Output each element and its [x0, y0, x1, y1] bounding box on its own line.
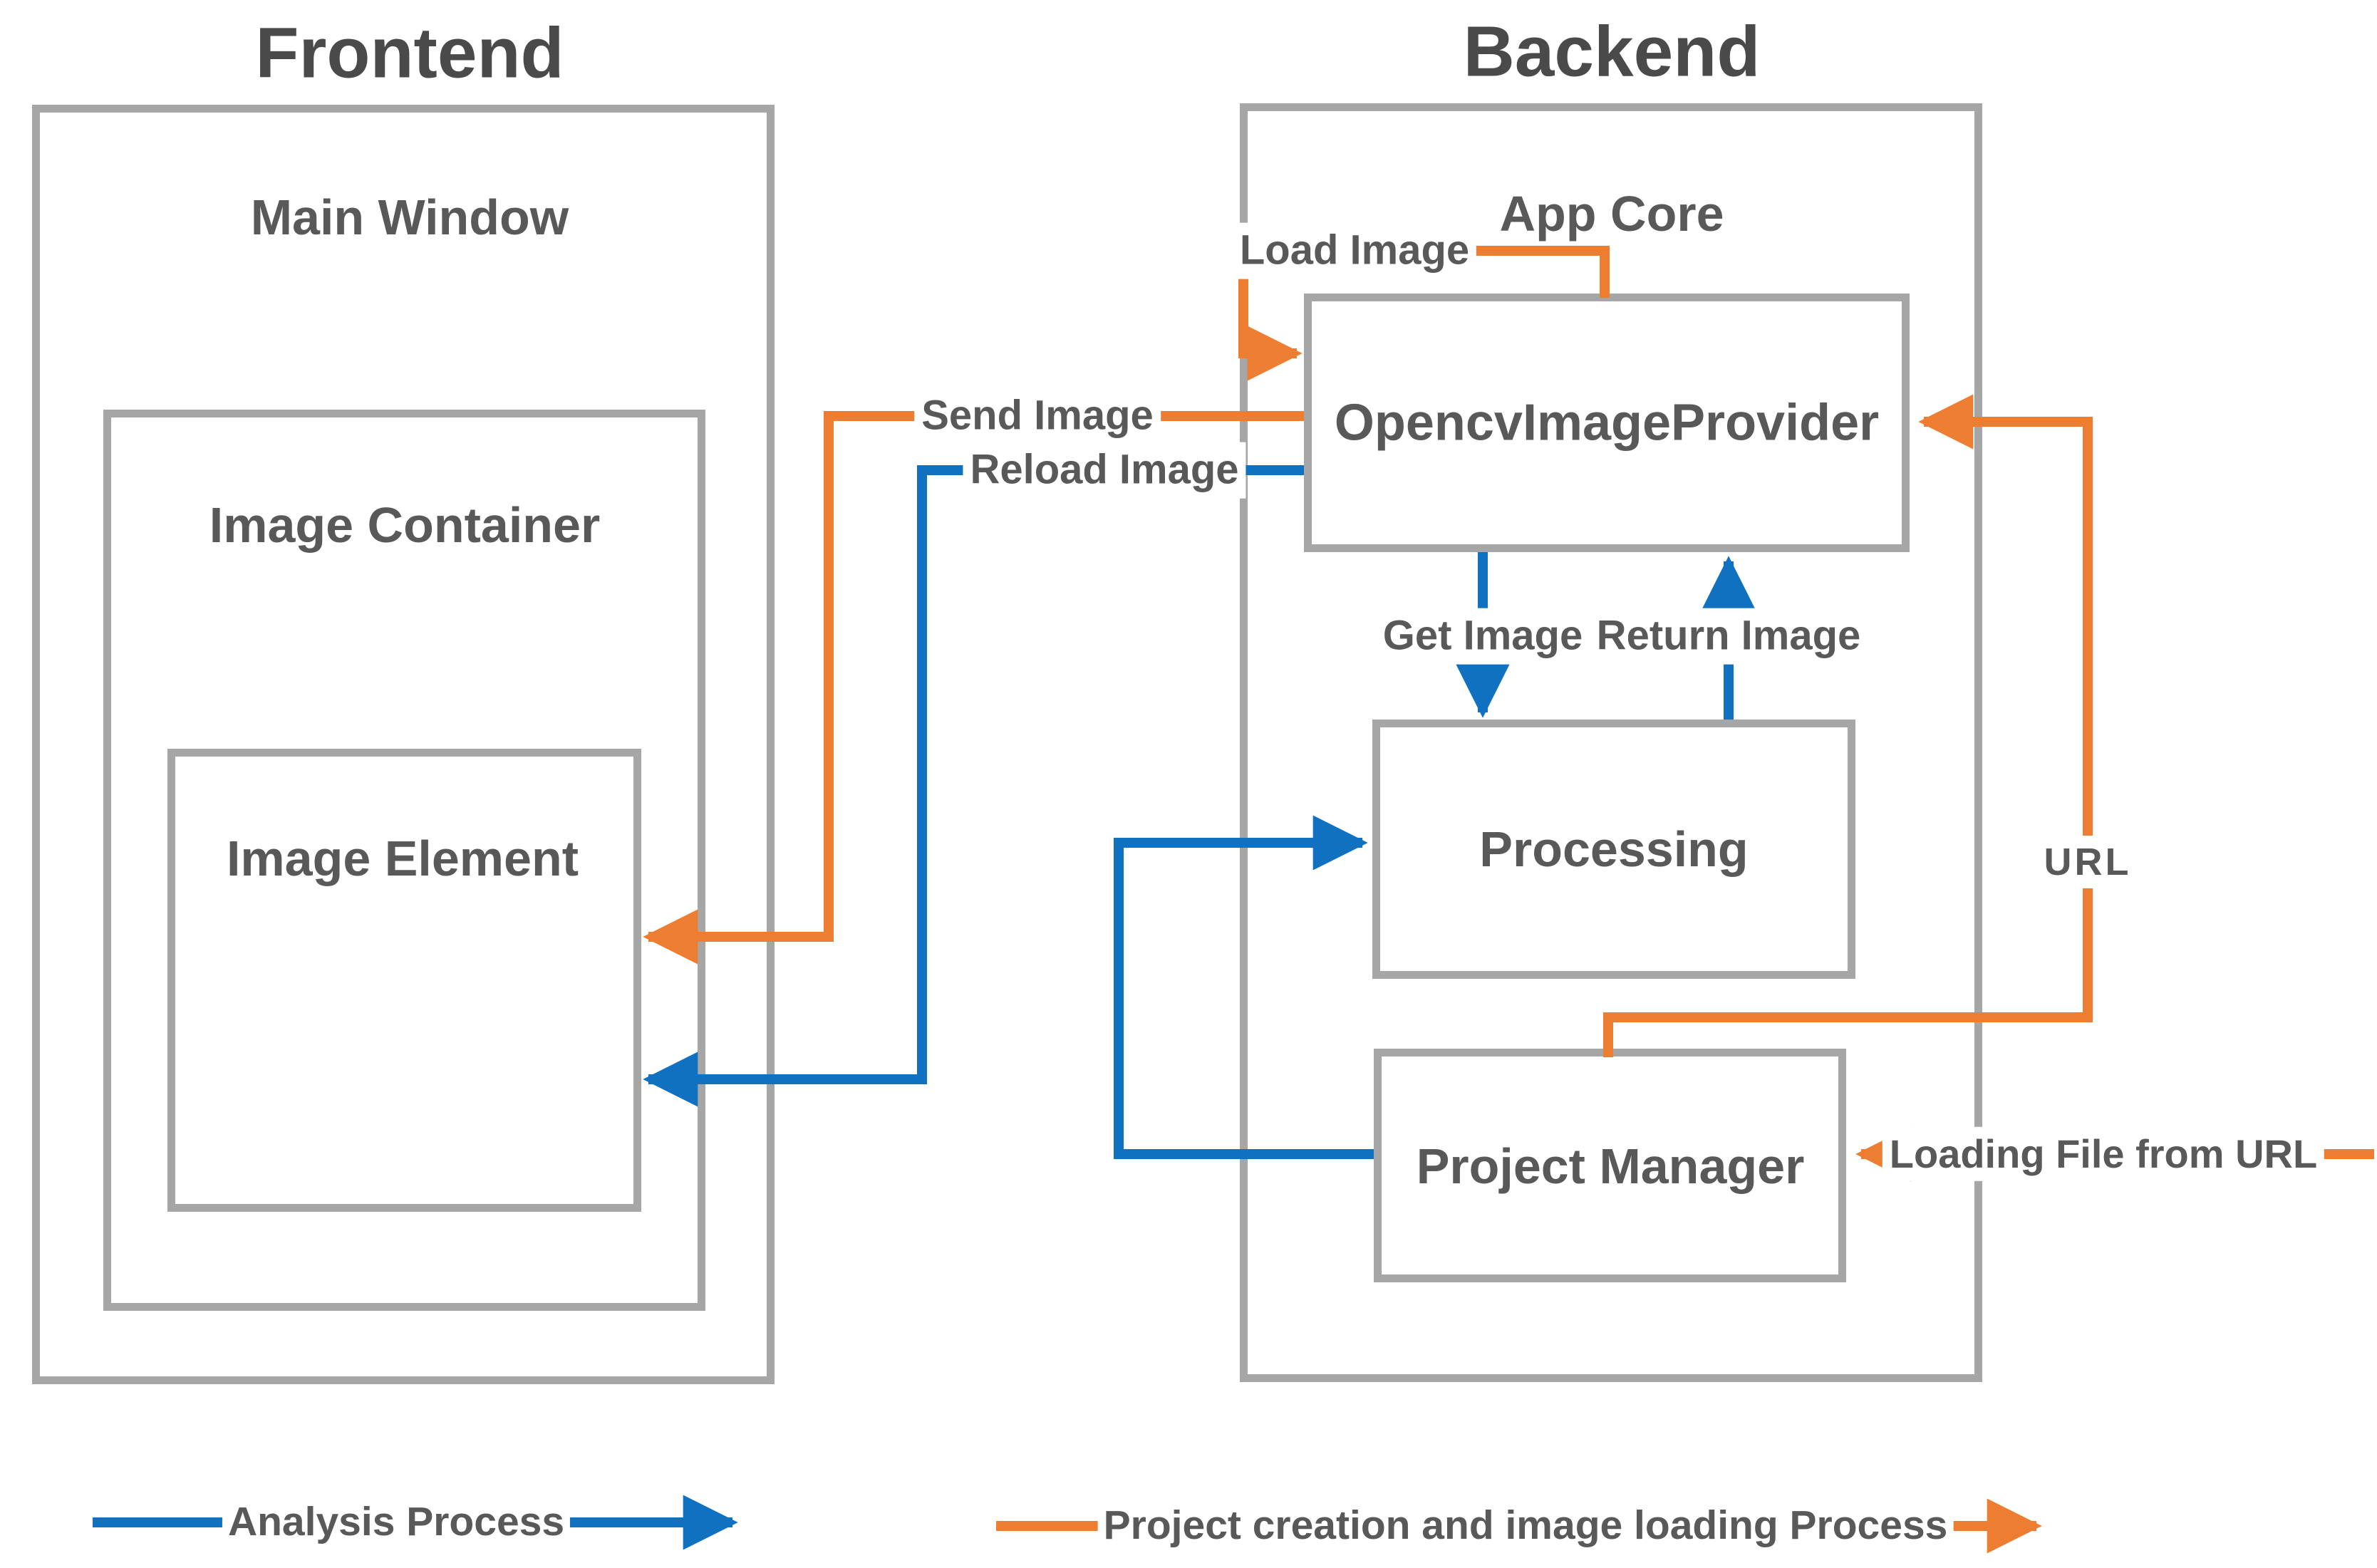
image-container-box [103, 410, 705, 1311]
project-manager-label: Project Manager [1416, 1138, 1805, 1194]
url-label: URL [2036, 835, 2139, 889]
main-window-label: Main Window [250, 189, 569, 245]
project-manager-to-processing-arrow [1114, 815, 1374, 1159]
load-image-label: Load Image [1232, 222, 1477, 279]
image-element-box [167, 749, 641, 1212]
return-image-label: Return Image [1589, 608, 1868, 665]
legend-analysis-label: Analysis Process [222, 1496, 571, 1549]
image-container-label: Image Container [209, 497, 601, 553]
send-image-label: Send Image [914, 388, 1161, 445]
url-arrow [1603, 394, 2093, 1057]
legend-project-label: Project creation and image loading Proce… [1097, 1500, 1954, 1552]
backend-title: Backend [1463, 11, 1761, 92]
processing-label: Processing [1479, 821, 1749, 877]
image-element-label: Image Element [226, 830, 579, 886]
processing-box [1372, 720, 1855, 979]
loading-file-from-url-label: Loading File from URL [1882, 1126, 2325, 1182]
backend-container-box [1240, 103, 1982, 1382]
reload-image-label: Reload Image [963, 442, 1246, 499]
app-core-label: App Core [1499, 185, 1724, 242]
reload-image-arrow [643, 465, 1304, 1107]
opencv-image-provider-label: OpencvImageProvider [1334, 394, 1880, 452]
frontend-title: Frontend [255, 13, 564, 93]
frontend-container-box [32, 105, 775, 1384]
get-image-label: Get Image [1375, 608, 1590, 665]
